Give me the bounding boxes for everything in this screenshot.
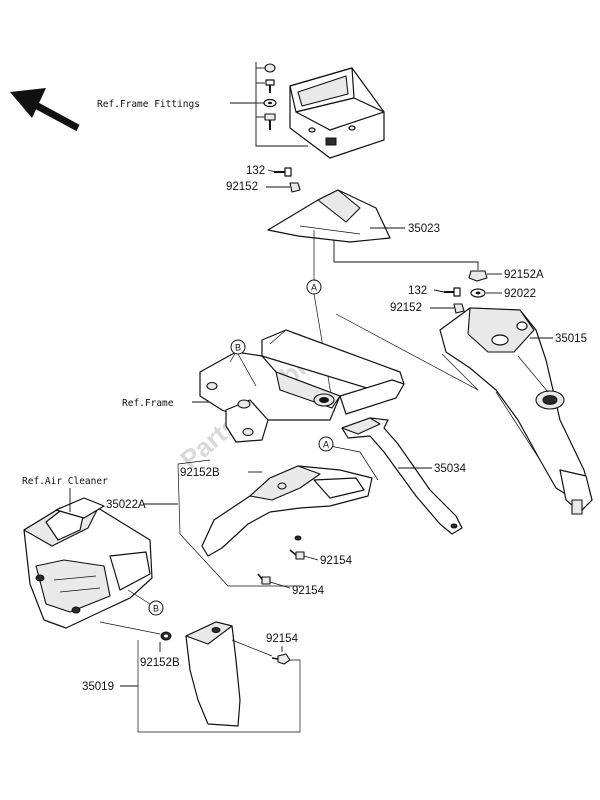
bolt-132-top bbox=[274, 167, 292, 177]
marker-a-top: A bbox=[306, 279, 322, 295]
svg-text:B: B bbox=[235, 343, 241, 353]
part-number-92152B-mid: 92152B bbox=[180, 467, 220, 479]
subframe-part bbox=[199, 329, 405, 443]
direction-arrow-icon bbox=[10, 88, 80, 132]
guard-35019-part bbox=[185, 621, 241, 727]
part-number-92152-top: 92152 bbox=[226, 181, 258, 193]
fittings-group bbox=[263, 63, 277, 130]
clip-92152-right bbox=[453, 303, 465, 314]
part-number-132-right: 132 bbox=[408, 285, 427, 297]
part-number-92152A: 92152A bbox=[504, 269, 544, 281]
air-cleaner-housing-part bbox=[23, 497, 153, 629]
bolt-92154-b bbox=[257, 573, 271, 585]
rear-fender-35015-part bbox=[439, 307, 593, 515]
part-number-35019: 35019 bbox=[82, 681, 114, 693]
marker-a-fender: A bbox=[318, 436, 334, 452]
part-number-132-top: 132 bbox=[246, 165, 265, 177]
clip-92152-top bbox=[289, 182, 301, 193]
nut-92152A bbox=[468, 270, 488, 282]
part-number-92152B-low: 92152B bbox=[140, 657, 180, 669]
marker-b-frame: B bbox=[230, 339, 246, 355]
ref-frame-label: Ref.Frame bbox=[122, 398, 174, 409]
part-number-92152-right: 92152 bbox=[390, 302, 422, 314]
part-number-92022: 92022 bbox=[504, 288, 536, 300]
part-number-92154-b: 92154 bbox=[292, 585, 325, 597]
flap-35023-part bbox=[267, 189, 391, 243]
marker-b-air-cleaner: B bbox=[148, 600, 164, 616]
bracket-35034-part bbox=[341, 417, 463, 535]
part-number-92154-c: 92154 bbox=[266, 633, 299, 645]
washer-92022 bbox=[470, 288, 486, 298]
part-number-35015: 35015 bbox=[555, 333, 587, 345]
bolt-132-right bbox=[444, 287, 461, 297]
svg-text:A: A bbox=[323, 440, 329, 450]
bolt-92154-a bbox=[289, 549, 305, 560]
grommet-92152B-low bbox=[160, 631, 172, 641]
ref-air-cleaner-label: Ref.Air Cleaner bbox=[22, 476, 108, 487]
svg-text:B: B bbox=[153, 604, 159, 614]
part-number-35022A: 35022A bbox=[106, 499, 146, 511]
part-number-35023: 35023 bbox=[408, 223, 440, 235]
part-number-35034: 35034 bbox=[434, 463, 467, 475]
bolt-92154-c bbox=[271, 653, 291, 665]
inner-fender-35022A-part bbox=[201, 465, 373, 557]
part-number-92154-a: 92154 bbox=[320, 555, 353, 567]
svg-text:A: A bbox=[311, 283, 317, 293]
tool-box-part bbox=[289, 67, 385, 159]
ref-frame-fittings-label: Ref.Frame Fittings bbox=[97, 99, 200, 110]
